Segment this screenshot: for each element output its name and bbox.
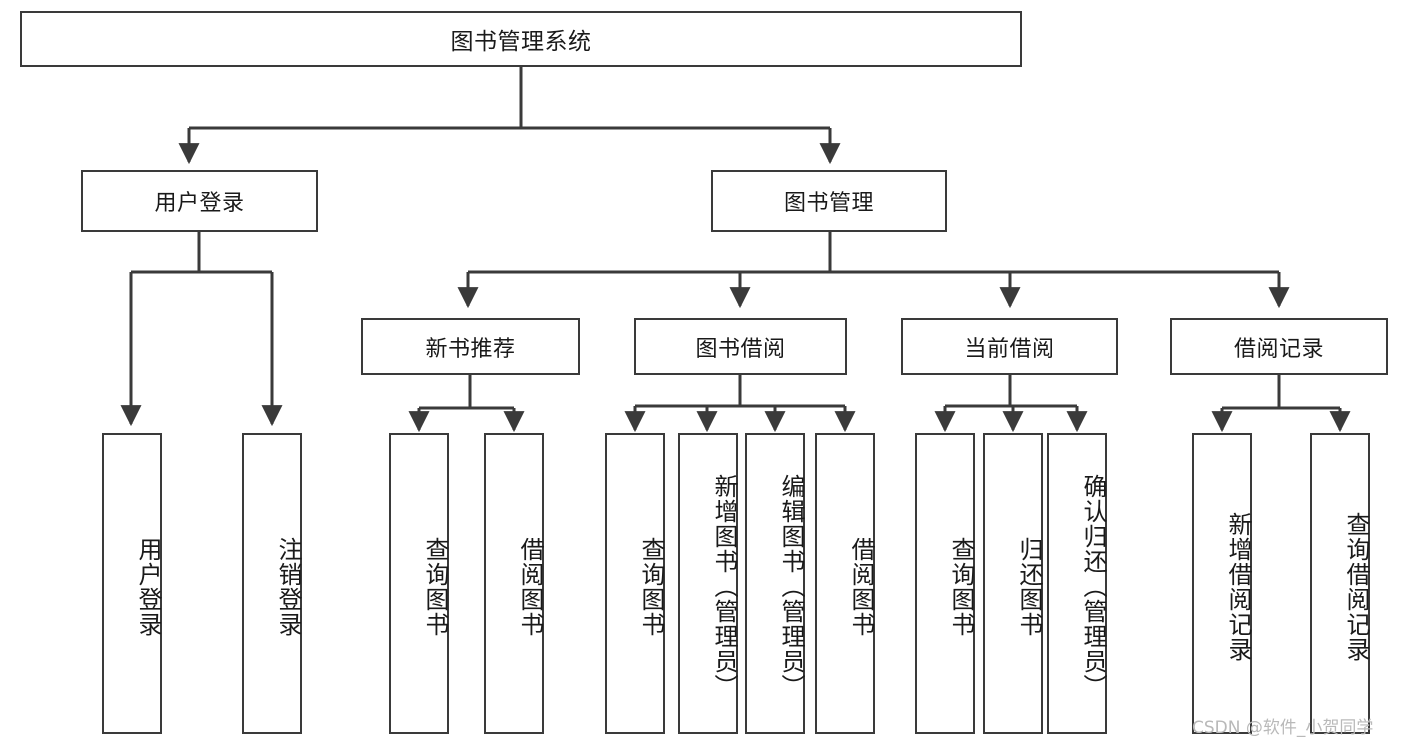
node-new-book-recommend[interactable]: 新书推荐 [361,318,580,375]
node-label: 编辑图书（管理员） [777,474,805,699]
node-label: 借阅图书 [516,536,544,637]
node-label: 查询图书 [947,536,975,637]
leaf-borrow-record-query-record[interactable]: 查询借阅记录 [1310,433,1370,734]
node-label: 查询借阅记录 [1342,511,1370,662]
node-label: 图书管理 [783,191,874,216]
node-root-book-management-system[interactable]: 图书管理系统 [20,11,1022,67]
node-label: 归还图书 [1015,536,1043,637]
leaf-new-book-query-book[interactable]: 查询图书 [389,433,449,734]
leaf-user-login-login[interactable]: 用户登录 [102,433,162,734]
node-current-borrow[interactable]: 当前借阅 [901,318,1118,375]
node-label: 查询图书 [421,536,449,637]
node-label: 注销登录 [274,536,302,637]
leaf-user-login-logout[interactable]: 注销登录 [242,433,302,734]
node-label: 图书借阅 [695,336,786,362]
node-label: 图书管理系统 [450,29,592,55]
node-user-login[interactable]: 用户登录 [81,170,318,232]
csdn-watermark: CSDN @软件_小贺同学 [1192,718,1374,738]
node-label: 新书推荐 [425,336,516,362]
leaf-current-borrow-confirm-return-admin[interactable]: 确认归还（管理员） [1047,433,1107,734]
node-label: 当前借阅 [964,336,1055,362]
leaf-book-borrow-add-book-admin[interactable]: 新增图书（管理员） [678,433,738,734]
node-label: 用户登录 [154,191,245,216]
leaf-book-borrow-edit-book-admin[interactable]: 编辑图书（管理员） [745,433,805,734]
node-label: 借阅记录 [1233,336,1324,362]
node-label: 查询图书 [637,536,665,637]
node-label: 借阅图书 [847,536,875,637]
node-label: 新增借阅记录 [1224,511,1252,662]
node-label: 新增图书（管理员） [710,474,738,699]
leaf-borrow-record-add-record[interactable]: 新增借阅记录 [1192,433,1252,734]
leaf-book-borrow-borrow-book[interactable]: 借阅图书 [815,433,875,734]
node-book-management[interactable]: 图书管理 [711,170,947,232]
leaf-new-book-borrow-book[interactable]: 借阅图书 [484,433,544,734]
node-label: 确认归还（管理员） [1079,474,1107,699]
leaf-current-borrow-query-book[interactable]: 查询图书 [915,433,975,734]
node-book-borrow[interactable]: 图书借阅 [634,318,847,375]
leaf-book-borrow-query-book[interactable]: 查询图书 [605,433,665,734]
leaf-current-borrow-return-book[interactable]: 归还图书 [983,433,1043,734]
node-borrow-record[interactable]: 借阅记录 [1170,318,1388,375]
node-label: 用户登录 [134,536,162,637]
